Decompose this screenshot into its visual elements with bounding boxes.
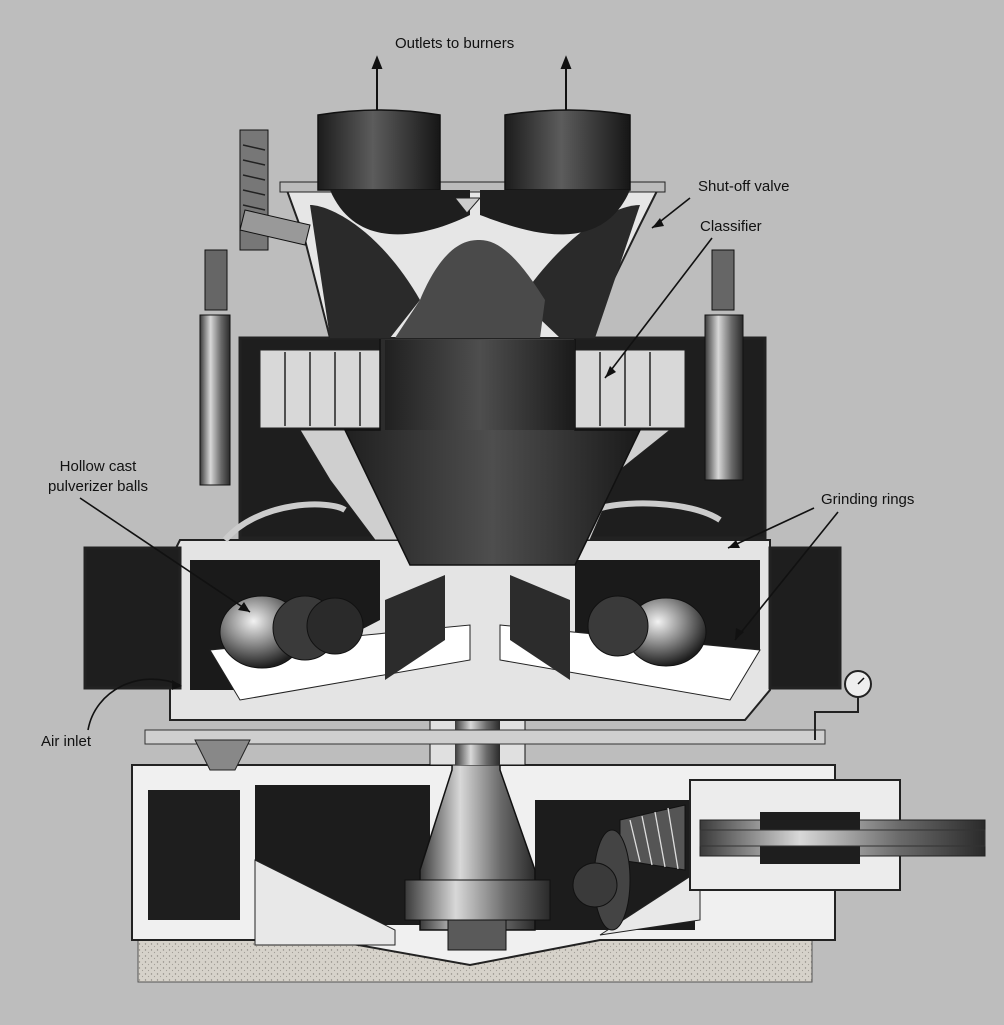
label-hollow-line2: pulverizer balls [47,478,149,495]
label-air-inlet: Air inlet [41,733,92,750]
label-classifier: Classifier [700,218,762,235]
label-outlets-to-burners: Outlets to burners [395,35,515,52]
label-hollow-cast-pulverizer-balls: Hollow cast pulverizer balls [18,457,178,497]
outlet-arrows [371,55,572,110]
grinding-chamber-housing [83,539,842,771]
drive-shaft-assembly [619,779,986,891]
pulverizer-balls [219,595,707,669]
label-shut-off-valve: Shut-off valve [698,178,790,195]
spring-rods [199,129,744,486]
outlet-ducts [317,109,631,235]
label-grinding-rings: Grinding rings [821,491,915,508]
callout-lines [79,197,839,731]
label-hollow-line1: Hollow cast [59,458,137,475]
